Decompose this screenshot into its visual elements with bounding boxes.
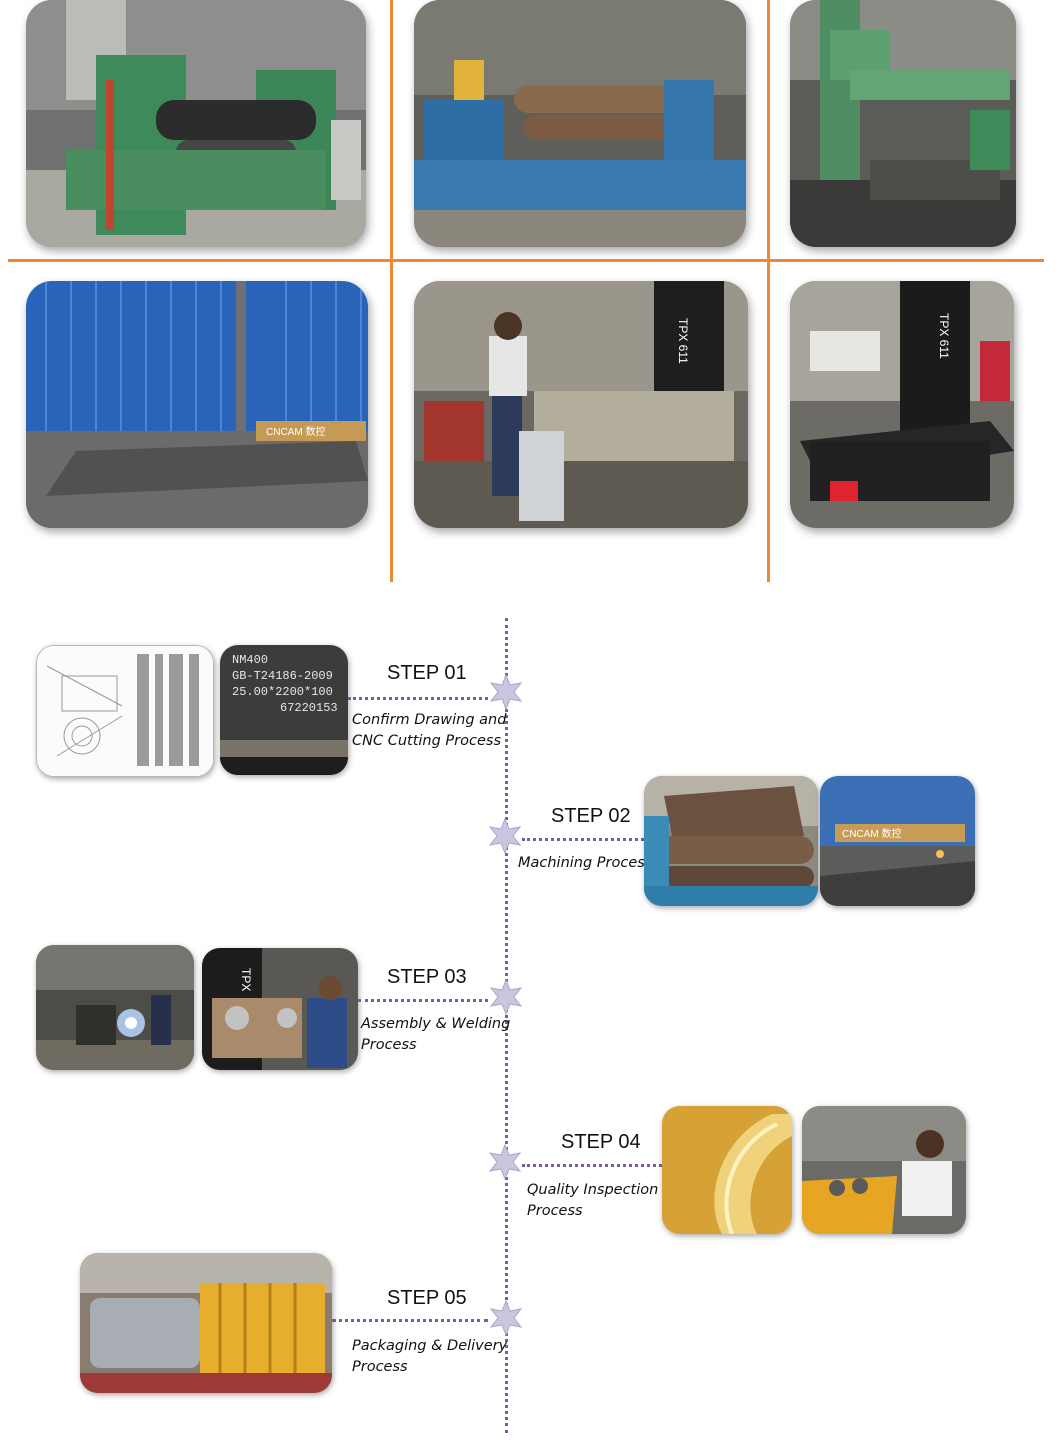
step-01-description: Confirm Drawing and CNC Cutting Process [352, 712, 507, 749]
step-03-assembly-photo: TPX [202, 948, 358, 1070]
gallery-vertical-divider-right [767, 0, 770, 582]
photo-plate-rolling-machine-green [26, 0, 366, 247]
step-02-title: STEP 02 [551, 805, 631, 827]
step-03-connector [358, 999, 488, 1002]
step-05-star-icon [489, 1300, 523, 1336]
step-03-title: STEP 03 [387, 966, 467, 988]
step-01-connector [348, 697, 488, 700]
cnc-machine-marking: CNCAM 数控 [266, 425, 325, 438]
lathe-marking: TPX 611 [676, 318, 690, 364]
step-01-steel-plate-photo: NM400 GB-T24186-2009 25.00*2200*100 6722… [220, 645, 348, 775]
step-02-star-icon [488, 818, 522, 854]
step-04-star-icon [488, 1144, 522, 1180]
gallery-horizontal-divider [8, 259, 1044, 262]
steel-plate-marking: NM400 GB-T24186-2009 25.00*2200*100 6722… [232, 653, 340, 715]
photo-plate-rolling-machine-blue [414, 0, 746, 247]
step-04-title: STEP 04 [561, 1131, 641, 1153]
step-03-welding-photo [36, 945, 194, 1070]
step-04-weld-closeup-photo [662, 1106, 792, 1234]
step-04-inspector-photo [802, 1106, 966, 1234]
photo-lathe-operator: TPX 611 [414, 281, 748, 528]
boring-machine-marking: TPX 611 [937, 313, 951, 359]
step-02-cnc-marking: CNCAM 数控 [842, 827, 901, 840]
step-01-drawing-photo [36, 645, 214, 777]
step-05-description: Packaging & Delivery Process [352, 1338, 508, 1375]
timeline-vertical-line [505, 618, 508, 1433]
step-02-cnc-cutting-photo: CNCAM 数控 [820, 776, 975, 906]
step-02-rolling-photo [644, 776, 818, 906]
step-03-star-icon [489, 979, 523, 1015]
step-03-description: Assembly & Welding Process [361, 1016, 511, 1053]
step-05-container-photo [80, 1253, 332, 1393]
step-05-connector [332, 1319, 488, 1322]
step-04-description: Quality Inspection Process [527, 1182, 659, 1219]
step-02-description: Machining Process [518, 855, 653, 871]
step-05-title: STEP 05 [387, 1287, 467, 1309]
step-02-connector [522, 838, 644, 841]
gallery-vertical-divider-left [390, 0, 393, 582]
step-01-star-icon [489, 674, 523, 710]
photo-cnc-cutting-machine: CNCAM 数控 [26, 281, 368, 528]
step-03-machine-marking: TPX [239, 968, 253, 991]
photo-boring-machine: TPX 611 [790, 281, 1014, 528]
step-01-title: STEP 01 [387, 662, 467, 684]
photo-radial-drilling-machine [790, 0, 1016, 247]
step-04-connector [522, 1164, 662, 1167]
